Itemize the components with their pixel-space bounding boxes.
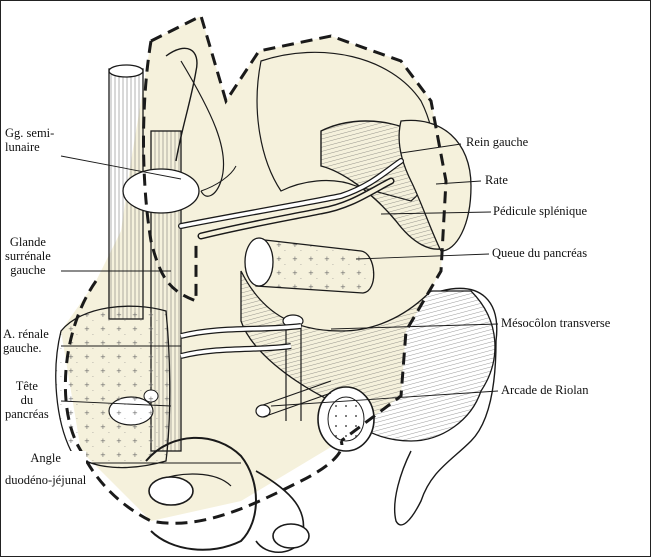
label-splenic-pedicle: Pédicule splénique bbox=[493, 204, 587, 218]
label-head-line2: du bbox=[5, 393, 49, 407]
label-head-line1: Tête bbox=[5, 379, 49, 393]
label-angle-line1: Angle bbox=[5, 451, 86, 465]
label-renal-line2: gauche. bbox=[3, 341, 49, 355]
label-ganglion-line1: Gg. semi- bbox=[5, 126, 54, 140]
label-duodenal-angle: Angle duodéno-jéjunal bbox=[5, 451, 86, 487]
label-head-line3: pancréas bbox=[5, 407, 49, 421]
label-adrenal-line2: surrénale bbox=[5, 249, 51, 263]
label-riolan-arcade: Arcade de Riolan bbox=[501, 383, 588, 397]
label-angle-line2: duodéno-jéjunal bbox=[5, 473, 86, 487]
label-left-kidney: Rein gauche bbox=[466, 135, 528, 149]
label-renal-artery: A. rénale gauche. bbox=[3, 327, 49, 355]
label-adrenal: Glande surrénale gauche bbox=[5, 235, 51, 277]
label-adrenal-line3: gauche bbox=[5, 263, 51, 277]
label-pancreas-head: Tête du pancréas bbox=[5, 379, 49, 421]
pancreas-head bbox=[56, 306, 170, 467]
jejunum-cut bbox=[149, 477, 193, 505]
label-pancreas-tail: Queue du pancréas bbox=[492, 246, 587, 260]
label-adrenal-line1: Glande bbox=[5, 235, 51, 249]
label-ganglion: Gg. semi- lunaire bbox=[5, 126, 54, 154]
label-mesocolon: Mésocôlon transverse bbox=[501, 316, 610, 330]
label-renal-line1: A. rénale bbox=[3, 327, 49, 341]
label-ganglion-line2: lunaire bbox=[5, 140, 54, 154]
label-spleen: Rate bbox=[485, 173, 508, 187]
